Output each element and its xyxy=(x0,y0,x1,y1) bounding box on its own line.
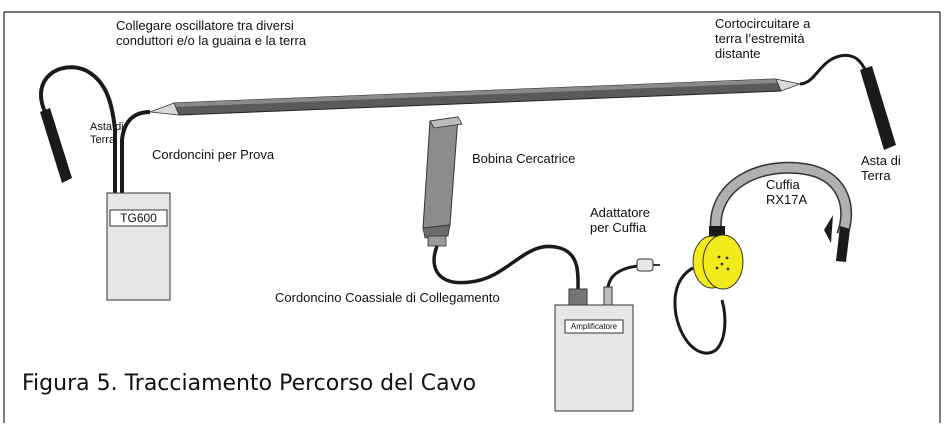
instruction-connect-oscillator: Collegare oscillatore tra diversi condut… xyxy=(116,18,307,48)
headphone-adapter-label: Adattatore per Cuffia xyxy=(590,205,650,235)
instruction-short-circuit: Cortocircuitare a terra l’estremità dist… xyxy=(715,16,811,61)
test-leads-label: Cordoncini per Prova xyxy=(152,147,275,162)
headphone-cable xyxy=(673,266,727,355)
adapter-lead xyxy=(606,264,639,288)
search-coil xyxy=(422,116,463,247)
headphone-label: Cuffia RX17A xyxy=(766,177,808,207)
headphone-set xyxy=(692,161,853,290)
headphone-adapter-plug xyxy=(636,258,660,272)
ground-rod-left xyxy=(39,65,151,195)
figure-caption: Figura 5. Tracciamento Percorso del Cavo xyxy=(22,371,477,396)
amplifier-label: Amplificatore xyxy=(570,322,618,331)
search-coil-label: Bobina Cercatrice xyxy=(472,151,576,166)
ground-rod-right xyxy=(799,53,896,150)
coax-cord xyxy=(432,244,580,291)
transmitter-model-label: TG600 xyxy=(120,211,157,225)
amplifier-device xyxy=(554,286,634,412)
ground-rod-left-label: Asta di Terra xyxy=(90,121,124,146)
cable-under-test xyxy=(149,78,802,116)
transmitter-device xyxy=(106,192,171,301)
ground-rod-right-label: Asta di Terra xyxy=(861,153,901,183)
coax-cord-label: Cordoncino Coassiale di Collegamento xyxy=(275,290,500,305)
